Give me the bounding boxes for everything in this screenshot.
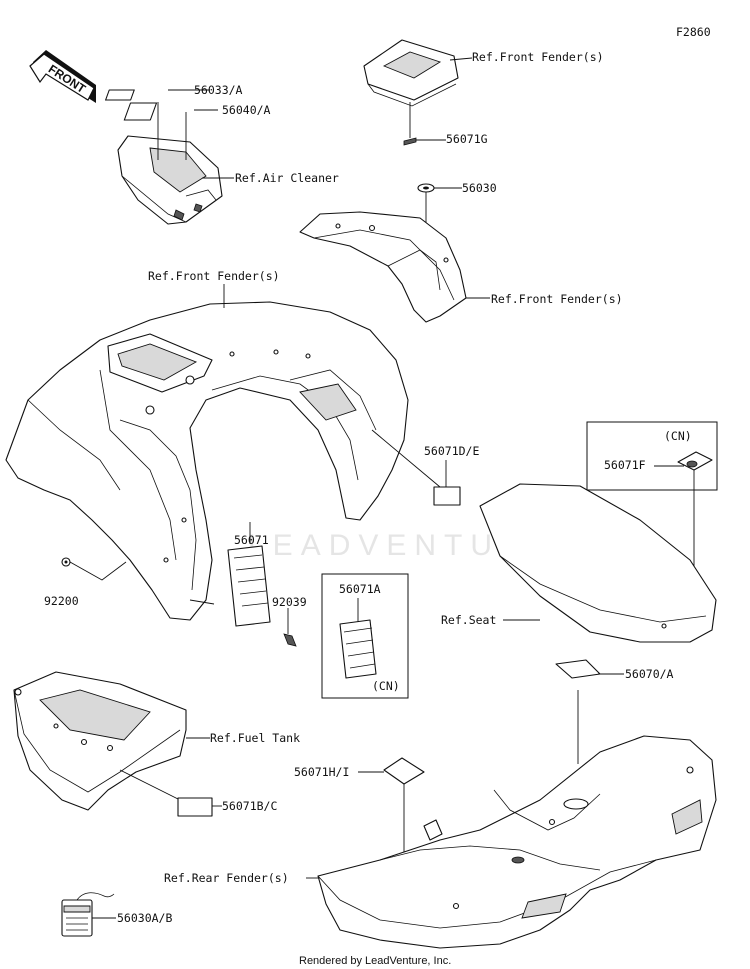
fastener-92200: 92200 (44, 557, 127, 608)
front-direction-arrow: FRONT (29, 50, 96, 103)
label-92200: 92200 (44, 594, 79, 608)
label-ref-air-cleaner: Ref.Air Cleaner (235, 171, 339, 185)
decal-56071: 56071 (227, 522, 271, 627)
label-56071b-c: 56071B/C (222, 799, 277, 813)
rear-fender: Ref.Rear Fender(s) (164, 735, 717, 949)
front-fender-cap: Ref.Front Fender(s) 56071G (363, 39, 604, 146)
label-ref-rear-fender: Ref.Rear Fender(s) (164, 871, 289, 885)
seat: Ref.Seat (441, 483, 717, 643)
decal-56071d-e: 56071D/E (371, 429, 479, 506)
front-fender-assembly: Ref.Front Fender(s) (5, 269, 409, 621)
label-56040-a: 56040/A (222, 103, 271, 117)
label-56071f: 56071F (604, 458, 646, 472)
footer-credit: Rendered by LeadVenture, Inc. (299, 955, 451, 967)
label-ref-seat: Ref.Seat (441, 613, 496, 627)
decal-56070-a: 56070/A (555, 659, 674, 764)
leader-line (189, 599, 215, 605)
label-cn-box: (CN) (372, 679, 400, 693)
label-56033-a: 56033/A (194, 83, 243, 97)
label-ref-front-fender-main: Ref.Front Fender(s) (148, 269, 280, 283)
label-56071a: 56071A (339, 582, 381, 596)
label-92039: 92039 (272, 595, 307, 609)
label-56071d-e: 56071D/E (424, 444, 479, 458)
label-56030a-b: 56030A/B (117, 911, 172, 925)
label-ref-fuel-tank: Ref.Fuel Tank (210, 731, 300, 745)
decal-56071h-i: 56071H/I (294, 757, 425, 860)
clip-92039: 92039 (272, 595, 307, 647)
cn-box-56071a: 56071A (CN) (321, 573, 409, 699)
tag-56030a-b: 56030A/B (61, 892, 172, 937)
decal-56071b-c: 56071B/C (177, 797, 277, 817)
inner-front-fender-right: Ref.Front Fender(s) (299, 211, 623, 323)
label-56071: 56071 (234, 533, 269, 547)
label-56030: 56030 (462, 181, 497, 195)
label-ref-front-fender-right: Ref.Front Fender(s) (491, 292, 623, 306)
label-cn-top: (CN) (664, 429, 692, 443)
air-cleaner-cover: 56033/A 56040/A Ref.Air Cleaner (105, 83, 339, 225)
label-ref-front-fender-top: Ref.Front Fender(s) (472, 50, 604, 64)
label-56070-a: 56070/A (625, 667, 674, 681)
label-56071g: 56071G (446, 132, 488, 146)
diagram-code: F2860 (676, 25, 711, 39)
label-56071h-i: 56071H/I (294, 765, 349, 779)
fuel-tank-tray: Ref.Fuel Tank (13, 671, 300, 811)
